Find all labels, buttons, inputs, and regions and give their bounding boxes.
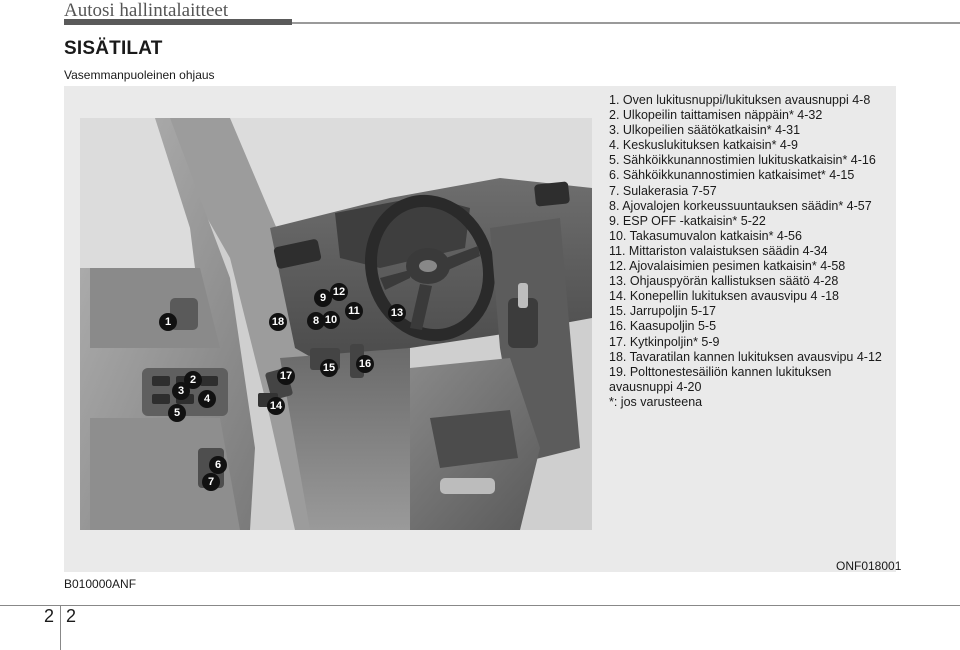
- legend-item: 4. Keskuslukituksen katkaisin* 4-9: [609, 138, 798, 153]
- callout-2: 2: [184, 371, 202, 389]
- legend-item: 12. Ajovalaisimien pesimen katkaisin* 4-…: [609, 259, 846, 274]
- legend-item: 8. Ajovalojen korkeussuuntauksen säädin*…: [609, 198, 872, 213]
- page-number: 2: [66, 606, 77, 626]
- svg-text:4: 4: [204, 393, 211, 405]
- svg-text:9: 9: [320, 292, 326, 304]
- air-vent-left: [273, 239, 322, 269]
- svg-text:15: 15: [323, 362, 335, 374]
- callout-18: 18: [269, 313, 287, 331]
- gear-lever: [518, 283, 528, 308]
- door-window: [80, 118, 195, 268]
- section-code: B010000ANF: [64, 577, 137, 591]
- svg-text:18: 18: [272, 316, 284, 328]
- seat-controls: [440, 478, 495, 494]
- air-vent-right: [534, 181, 570, 207]
- svg-text:10: 10: [325, 314, 337, 326]
- callout-11: 11: [345, 302, 363, 320]
- legend-item: 7. Sulakerasia 7-57: [609, 183, 717, 198]
- header-rule-light: [292, 22, 960, 24]
- windshield: [230, 118, 592, 238]
- svg-text:6: 6: [215, 459, 221, 471]
- svg-text:5: 5: [174, 407, 180, 419]
- door-trim-upper: [90, 268, 220, 348]
- legend-item: 15. Jarrupoljin 5-17: [609, 304, 717, 319]
- svg-text:14: 14: [270, 400, 283, 412]
- callout-8: 8: [307, 312, 325, 330]
- callout-7: 7: [202, 473, 220, 491]
- door-pocket: [90, 418, 240, 530]
- gear-lever-boot: [508, 298, 538, 348]
- interior-illustration: 1 2 3 4 5 6 7 8 9 10 11 12 13 14 15 16 1…: [80, 118, 592, 530]
- steering-wheel: [364, 194, 496, 342]
- footwell: [280, 348, 410, 530]
- legend-item: 10. Takasumuvalon katkaisin* 4-56: [609, 228, 802, 243]
- svg-text:8: 8: [313, 315, 319, 327]
- legend-item: 16. Kaasupoljin 5-5: [609, 319, 717, 334]
- svg-text:7: 7: [208, 476, 214, 488]
- callout-9: 9: [314, 289, 332, 307]
- legend-item: 1. Oven lukitusnuppi/lukituksen avausnup…: [609, 93, 871, 107]
- legend-list: 1. Oven lukitusnuppi/lukituksen avausnup…: [609, 93, 895, 410]
- section-subtitle: Vasemmanpuoleinen ohjaus: [64, 68, 215, 82]
- figure-code: ONF018001: [836, 559, 902, 573]
- legend-item: 5. Sähköikkunannostimien lukituskatkaisi…: [609, 153, 876, 168]
- callout-12: 12: [330, 283, 348, 301]
- svg-text:13: 13: [391, 307, 403, 319]
- svg-text:1: 1: [165, 316, 171, 328]
- callout-13: 13: [388, 304, 406, 322]
- svg-text:16: 16: [359, 358, 371, 370]
- svg-text:17: 17: [280, 370, 292, 382]
- header-title: Autosi hallintalaitteet: [64, 0, 229, 21]
- legend-item: 17. Kytkinpoljin* 5-9: [609, 334, 720, 349]
- legend-item: 2. Ulkopeilin taittamisen näppäin* 4-32: [609, 108, 823, 123]
- section-title: SISÄTILAT: [64, 38, 163, 59]
- callout-4: 4: [198, 390, 216, 408]
- callout-14: 14: [267, 397, 285, 415]
- legend-item: 3. Ulkopeilien säätökatkaisin* 4-31: [609, 123, 801, 138]
- svg-text:11: 11: [348, 305, 360, 317]
- legend-item: 6. Sähköikkunannostimien katkaisimet* 4-…: [609, 168, 855, 183]
- svg-text:2: 2: [190, 374, 196, 386]
- svg-text:3: 3: [178, 385, 184, 397]
- svg-text:12: 12: [333, 286, 345, 298]
- legend-item: 19. Polttonestesäiliön kannen lukituksen…: [609, 364, 832, 394]
- callout-17: 17: [277, 367, 295, 385]
- footer-rule: [0, 605, 960, 606]
- chapter-number: 2: [44, 606, 55, 626]
- callout-1: 1: [159, 313, 177, 331]
- seat-cushion: [430, 410, 518, 468]
- legend-item: 11. Mittariston valaistuksen säädin 4-34: [609, 243, 828, 258]
- legend-item: 9. ESP OFF -katkaisin* 5-22: [609, 213, 766, 228]
- legend-footnote: *: jos varusteena: [609, 394, 703, 409]
- callout-10: 10: [322, 311, 340, 329]
- footer-divider: [60, 605, 61, 650]
- header-rule-dark: [64, 19, 292, 25]
- steering-logo: [419, 260, 437, 272]
- legend-item: 14. Konepellin lukituksen avausvipu 4 -1…: [609, 289, 840, 304]
- legend-item: 18. Tavaratilan kannen lukituksen avausv…: [609, 349, 882, 364]
- callout-16: 16: [356, 355, 374, 373]
- callout-15: 15: [320, 359, 338, 377]
- callout-6: 6: [209, 456, 227, 474]
- callout-5: 5: [168, 404, 186, 422]
- callout-3: 3: [172, 382, 190, 400]
- legend-item: 13. Ohjauspyörän kallistuksen säätö 4-28: [609, 274, 839, 289]
